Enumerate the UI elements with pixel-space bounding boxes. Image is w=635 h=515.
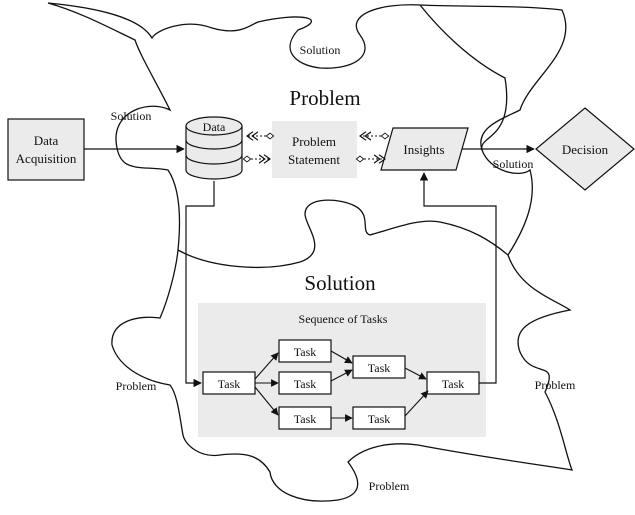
task-sequence-title: Sequence of Tasks [299, 312, 388, 326]
problem-statement-line1: Problem [292, 134, 336, 149]
data-acquisition-line2: Acquisition [16, 151, 77, 166]
bottom-problem-label: Problem [369, 479, 410, 493]
solution-title: Solution [304, 271, 376, 295]
right-problem-label: Problem [535, 378, 576, 392]
task-3b-label: Task [368, 412, 391, 426]
puzzle-interior-curve [369, 4, 509, 256]
task-sequence-panel [198, 303, 486, 437]
task-3a: Task [352, 355, 406, 379]
top-solution-label: Solution [300, 43, 341, 57]
task-1-label: Task [218, 377, 241, 391]
task-1: Task [202, 371, 256, 395]
task-3a-label: Task [368, 361, 391, 375]
data-acquisition-node [7, 118, 85, 181]
decision-node [535, 107, 635, 191]
task-2b: Task [278, 371, 332, 395]
data-acquisition-line1: Data [34, 133, 59, 148]
problem-statement-line2: Statement [288, 152, 340, 167]
decision-label: Decision [562, 142, 609, 157]
data-store-node [185, 116, 243, 180]
task-3b: Task [352, 406, 406, 430]
task-2c-label: Task [294, 412, 317, 426]
arrow-data-to-first-task [185, 181, 215, 388]
problem-statement-box [272, 121, 357, 178]
insights-label: Insights [403, 142, 444, 157]
task-flow-arrows [254, 350, 429, 422]
left-solution-label: Solution [111, 109, 152, 123]
puzzle-piece-outline [47, 2, 574, 502]
puzzle-middle-seam [177, 199, 371, 268]
left-problem-label: Problem [116, 379, 157, 393]
arrow-last-task-to-insights [419, 172, 497, 384]
task-2a: Task [278, 339, 332, 363]
task-2b-label: Task [294, 377, 317, 391]
data-label: Data [203, 120, 226, 134]
task-4: Task [426, 371, 480, 395]
task-2a-label: Task [294, 345, 317, 359]
problem-title: Problem [289, 86, 360, 110]
right-solution-label: Solution [493, 157, 534, 171]
task-2c: Task [278, 406, 332, 430]
task-4-label: Task [442, 377, 465, 391]
